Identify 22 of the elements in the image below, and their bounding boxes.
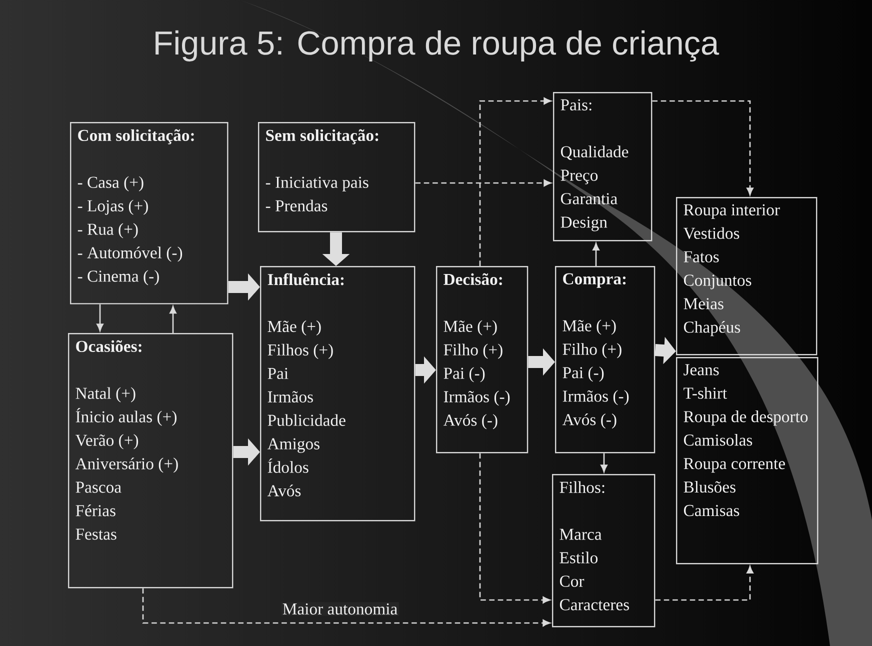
dashed-arrow xyxy=(479,453,550,604)
edge-label: Maior autonomia xyxy=(281,602,399,616)
dashed-arrow xyxy=(652,100,754,196)
text-box: Ocasiões: Natal (+) Ínicio aulas (+) Verão (+) Aniversário (+) Pascoa Férias Festas xyxy=(68,333,234,588)
text-box: Filhos: Marca Estilo Cor Caracteres xyxy=(552,474,656,628)
text-box: Influência: Mãe (+) Filhos (+) Pai Irmãos Publicidade Amigos Ídolos Avós xyxy=(260,266,416,522)
arrow xyxy=(170,306,176,333)
text-box: Decisão: Mãe (+) Filho (+) Pai (-) Irmãos (-) Avós (-) xyxy=(436,266,528,454)
dashed-arrow xyxy=(415,180,552,186)
text-box: Roupa interior Vestidos Fatos Conjuntos Meias Chapéus xyxy=(676,197,818,356)
dashed-arrow xyxy=(142,588,550,626)
text-box: Sem solicitação: - Iniciativa pais - Prendas xyxy=(258,122,416,232)
title: Figura 5: Compra de roupa de criança xyxy=(156,30,720,62)
text-box: Com solicitação: - Casa (+) - Lojas (+) - Rua (+) - Automóvel (-) - Cinema (-) xyxy=(70,122,228,304)
dashed-arrow xyxy=(479,98,552,266)
text-box: Pais: Qualidade Preço Garantia Design xyxy=(553,92,652,242)
text-box: Jeans T-shirt Roupa de desporto Camisolas Roupa corrente Blusões Camisas xyxy=(676,357,818,564)
dashed-arrow xyxy=(655,566,754,601)
text-box: Compra: Mãe (+) Filho (+) Pai (-) Irmãos (-) Avós (-) xyxy=(555,266,656,454)
arrow xyxy=(96,304,104,332)
arrow xyxy=(592,242,600,266)
arrow xyxy=(600,453,608,472)
